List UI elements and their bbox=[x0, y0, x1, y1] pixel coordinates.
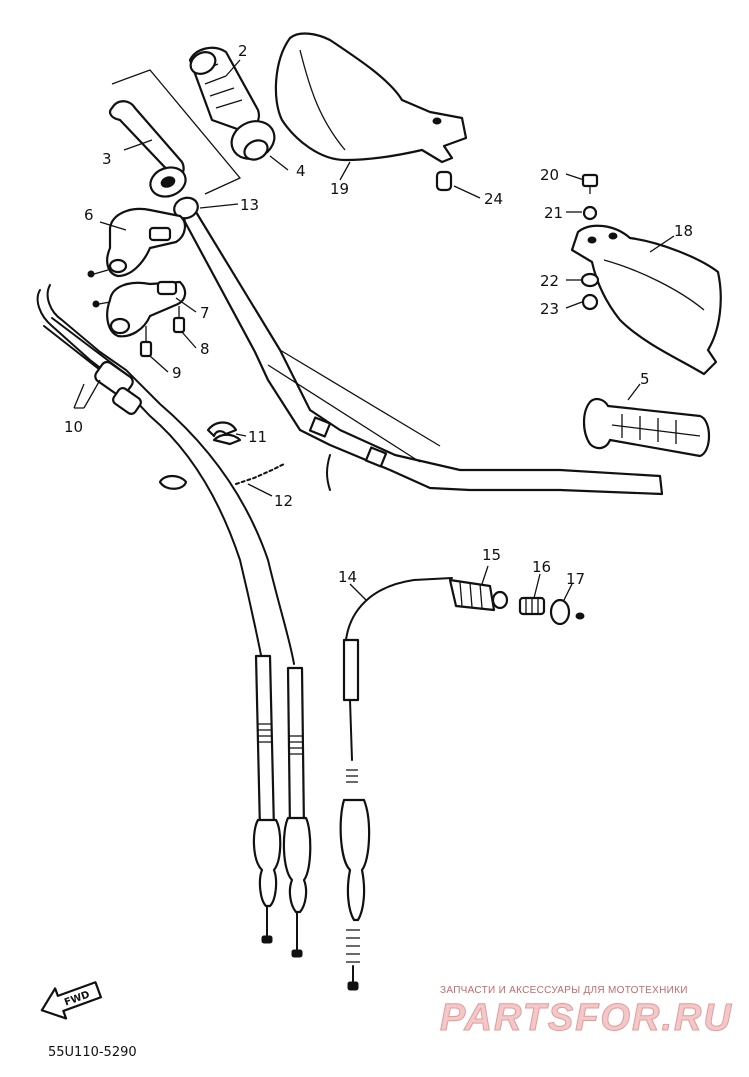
callout-21: 21 bbox=[544, 204, 563, 222]
callout-22: 22 bbox=[540, 272, 559, 290]
watermark-logo: PARTSFOR.RU bbox=[440, 997, 733, 1039]
bolt-9 bbox=[139, 326, 153, 358]
clutch-cable bbox=[339, 577, 453, 991]
screw-dot-upper bbox=[87, 270, 95, 278]
callout-5: 5 bbox=[640, 370, 650, 388]
callout-3: 3 bbox=[102, 150, 112, 168]
hand-guard-left bbox=[274, 32, 468, 164]
locknut bbox=[549, 598, 585, 626]
callout-12: 12 bbox=[274, 492, 293, 510]
callout-labels: 2 3 4 5 6 7 8 9 10 11 12 13 14 15 16 17 … bbox=[64, 42, 693, 588]
bolt-20 bbox=[581, 173, 599, 194]
holder-upper bbox=[106, 207, 186, 278]
callout-2: 2 bbox=[238, 42, 248, 60]
callout-18: 18 bbox=[674, 222, 693, 240]
callout-17: 17 bbox=[566, 570, 585, 588]
diagram-code: 55U110-5290 bbox=[48, 1045, 137, 1060]
callout-20: 20 bbox=[540, 166, 559, 184]
leader-lines bbox=[73, 59, 675, 601]
cable-clip bbox=[206, 421, 242, 446]
callout-8: 8 bbox=[200, 340, 210, 358]
callout-11: 11 bbox=[248, 428, 267, 446]
throttle-collar bbox=[230, 120, 276, 161]
callout-9: 9 bbox=[172, 364, 182, 382]
callout-4: 4 bbox=[296, 162, 306, 180]
screw-dot-lower bbox=[92, 300, 100, 308]
bar-end bbox=[149, 166, 199, 220]
handlebar bbox=[109, 69, 664, 496]
callout-6: 6 bbox=[84, 206, 94, 224]
hand-guard-right bbox=[570, 224, 722, 376]
washer-22 bbox=[580, 272, 600, 288]
nut-23 bbox=[581, 293, 599, 311]
callout-24: 24 bbox=[484, 190, 503, 208]
callout-23: 23 bbox=[540, 300, 559, 318]
cable-adjuster bbox=[448, 578, 509, 612]
callout-16: 16 bbox=[532, 558, 551, 576]
callout-14: 14 bbox=[338, 568, 357, 586]
callout-7: 7 bbox=[200, 304, 210, 322]
washer-21 bbox=[582, 205, 598, 221]
callout-10: 10 bbox=[64, 418, 83, 436]
callout-15: 15 bbox=[482, 546, 501, 564]
grip-right bbox=[582, 397, 711, 458]
callout-19: 19 bbox=[330, 180, 349, 198]
throttle-grip bbox=[188, 46, 260, 132]
watermark-tagline: ЗАПЧАСТИ И АКСЕССУАРЫ ДЛЯ МОТОТЕХНИКИ bbox=[440, 985, 688, 996]
watermark: ЗАПЧАСТИ И АКСЕССУАРЫ ДЛЯ МОТОТЕХНИКИ PA… bbox=[440, 985, 733, 1040]
fwd-arrow-icon: FWD bbox=[40, 981, 103, 1020]
cable-band bbox=[158, 463, 285, 490]
bolt-8 bbox=[172, 306, 186, 334]
adjuster-bolt bbox=[518, 596, 546, 616]
holder-lower bbox=[106, 280, 187, 338]
spacer bbox=[435, 170, 453, 192]
callout-13: 13 bbox=[240, 196, 259, 214]
throttle-cables bbox=[36, 284, 312, 958]
